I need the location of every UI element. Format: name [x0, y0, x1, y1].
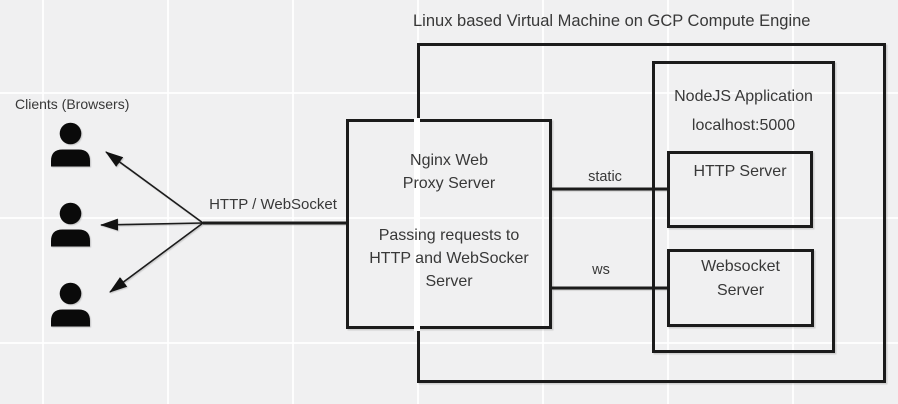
- static-edge-label: static: [588, 169, 622, 185]
- http-server-box-label: HTTP Server: [693, 163, 787, 180]
- nodejs-box: [652, 61, 835, 353]
- person-icon: [51, 202, 90, 247]
- ws-edge-label: ws: [592, 262, 610, 278]
- nginx-box-title: Nginx Web Proxy Server: [402, 152, 496, 192]
- arrow-to-client-1: [105, 151, 204, 224]
- websocket-server-box-label: Websocket Server: [701, 258, 780, 299]
- person-icon: [51, 282, 90, 327]
- eraser-stripe: [414, 118, 420, 331]
- nodejs-box-title: NodeJS Application: [674, 88, 813, 105]
- person-icon: [51, 122, 90, 167]
- clients-label: Clients (Browsers): [15, 96, 130, 112]
- websocket-server-box: [667, 249, 814, 327]
- http-websocket-edge-label: HTTP / WebSocket: [209, 196, 337, 213]
- nginx-box-description: Passing requests to HTTP and WebSocker S…: [369, 227, 529, 290]
- vm-title: Linux based Virtual Machine on GCP Compu…: [413, 12, 811, 30]
- nodejs-box-subtitle: localhost:5000: [691, 117, 796, 134]
- arrow-to-client-3: [109, 222, 204, 293]
- http-server-box: [667, 151, 813, 228]
- arrow-to-client-2: [100, 218, 204, 231]
- nginx-box: [346, 119, 552, 329]
